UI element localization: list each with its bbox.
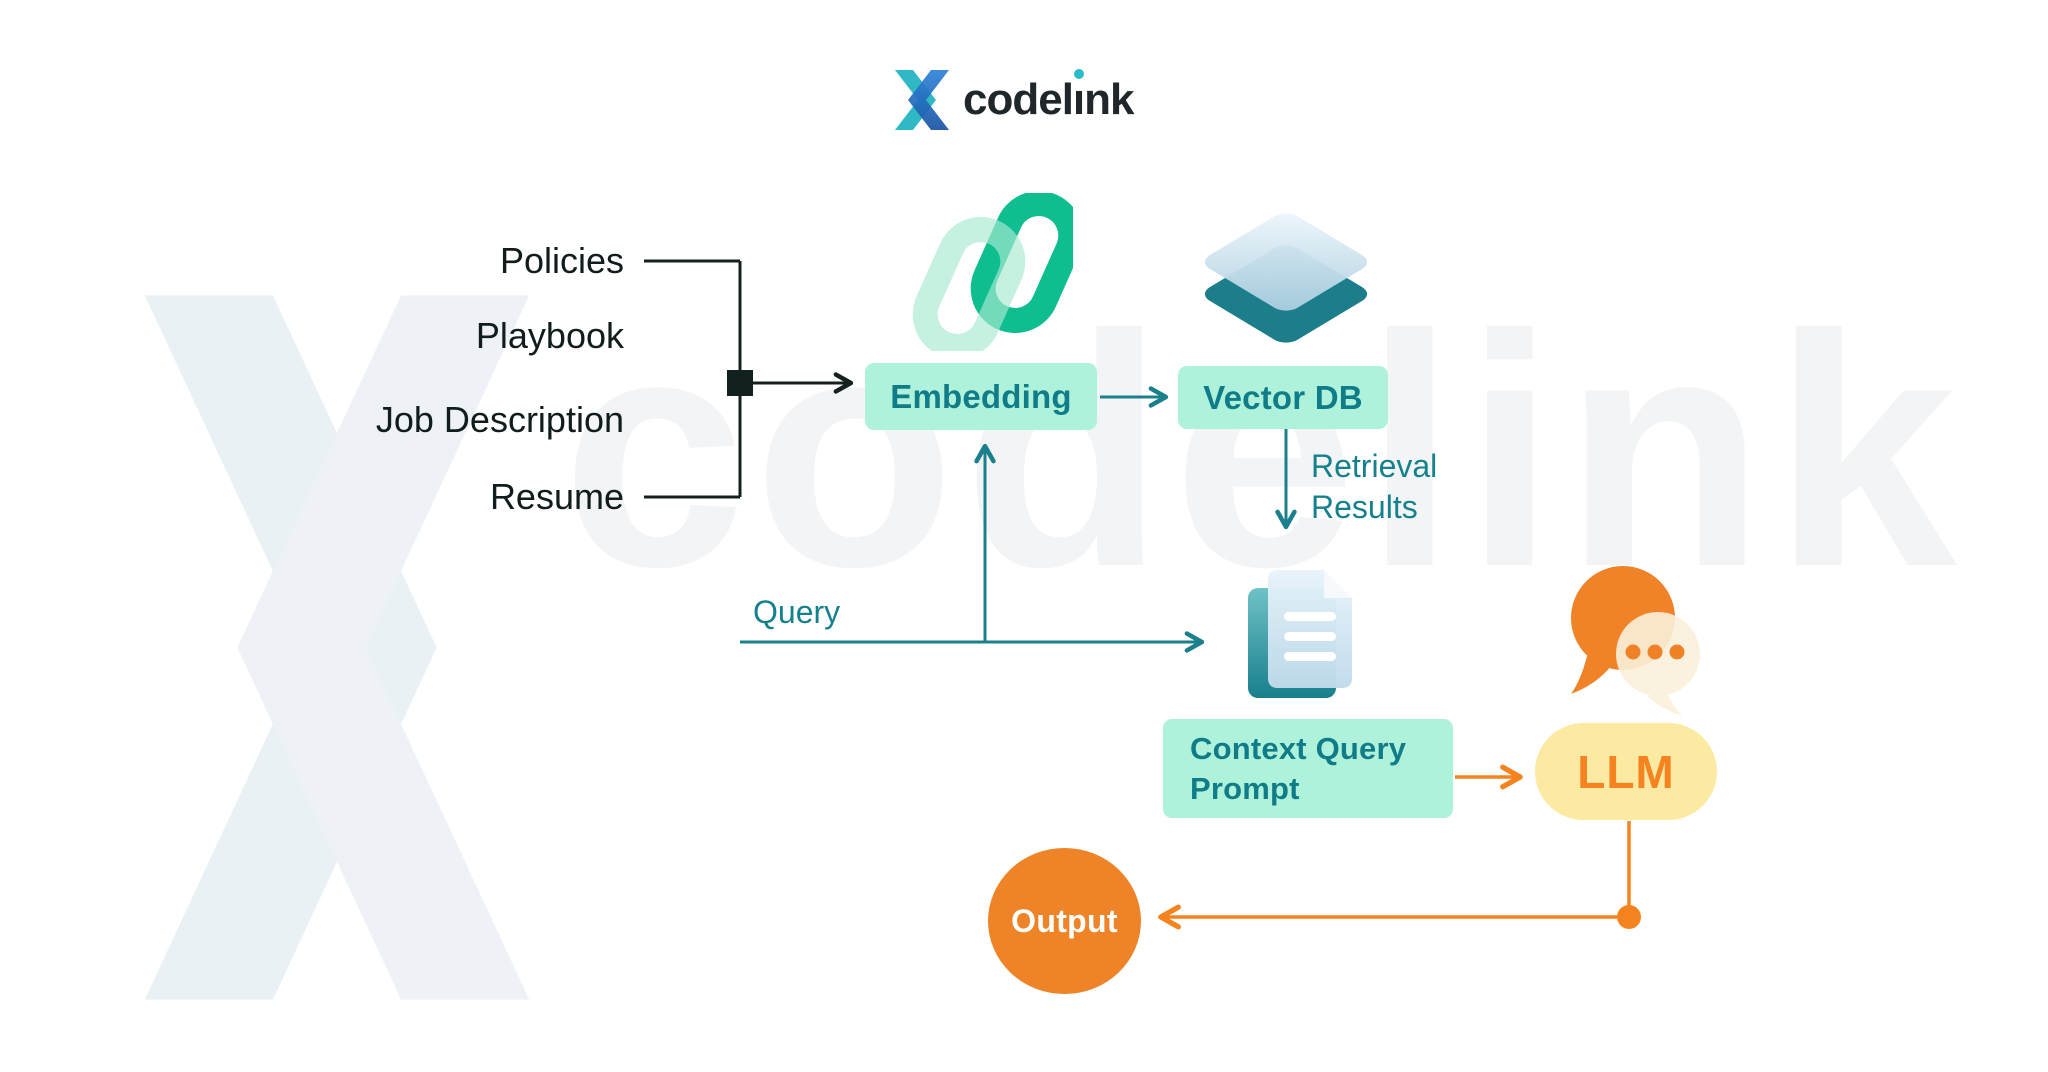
input-label-job-description: Job Description (375, 399, 624, 440)
logo-text-post: nk (1084, 75, 1134, 124)
logo-wordmark: codelınk (963, 75, 1135, 124)
llm-to-output-arrow (1158, 821, 1631, 930)
retrieval-results-label: Retrieval Results (1311, 446, 1437, 528)
context-query-prompt-line1: Context Query (1190, 730, 1407, 766)
inputs-junction-node (727, 370, 753, 396)
query-label: Query (753, 594, 841, 630)
llm-node: LLM (1535, 723, 1717, 820)
layers-icon (1204, 213, 1368, 343)
watermark-text: codelink (562, 266, 1965, 635)
logo-text-i: ı (1072, 75, 1085, 124)
chat-bubbles-icon (1571, 566, 1700, 716)
context-query-prompt-line2: Prompt (1190, 770, 1300, 806)
output-node: Output (988, 848, 1141, 994)
context-query-prompt-node: Context Query Prompt (1163, 719, 1453, 818)
embedding-node: Embedding (865, 363, 1097, 430)
codelink-logo-icon (895, 70, 949, 130)
input-label-policies: Policies (499, 240, 624, 281)
retrieval-label-line2: Results (1311, 489, 1418, 525)
llm-output-junction-dot (1617, 905, 1641, 929)
input-label-playbook: Playbook (475, 315, 624, 356)
document-icon (1248, 570, 1352, 698)
logo-text-pre: codel (963, 75, 1074, 124)
watermark-x-icon (144, 295, 530, 1000)
input-label-resume: Resume (489, 476, 624, 517)
chain-link-icon (912, 193, 1073, 351)
retrieval-label-line1: Retrieval (1311, 448, 1438, 484)
vectordb-node: Vector DB (1178, 366, 1388, 429)
